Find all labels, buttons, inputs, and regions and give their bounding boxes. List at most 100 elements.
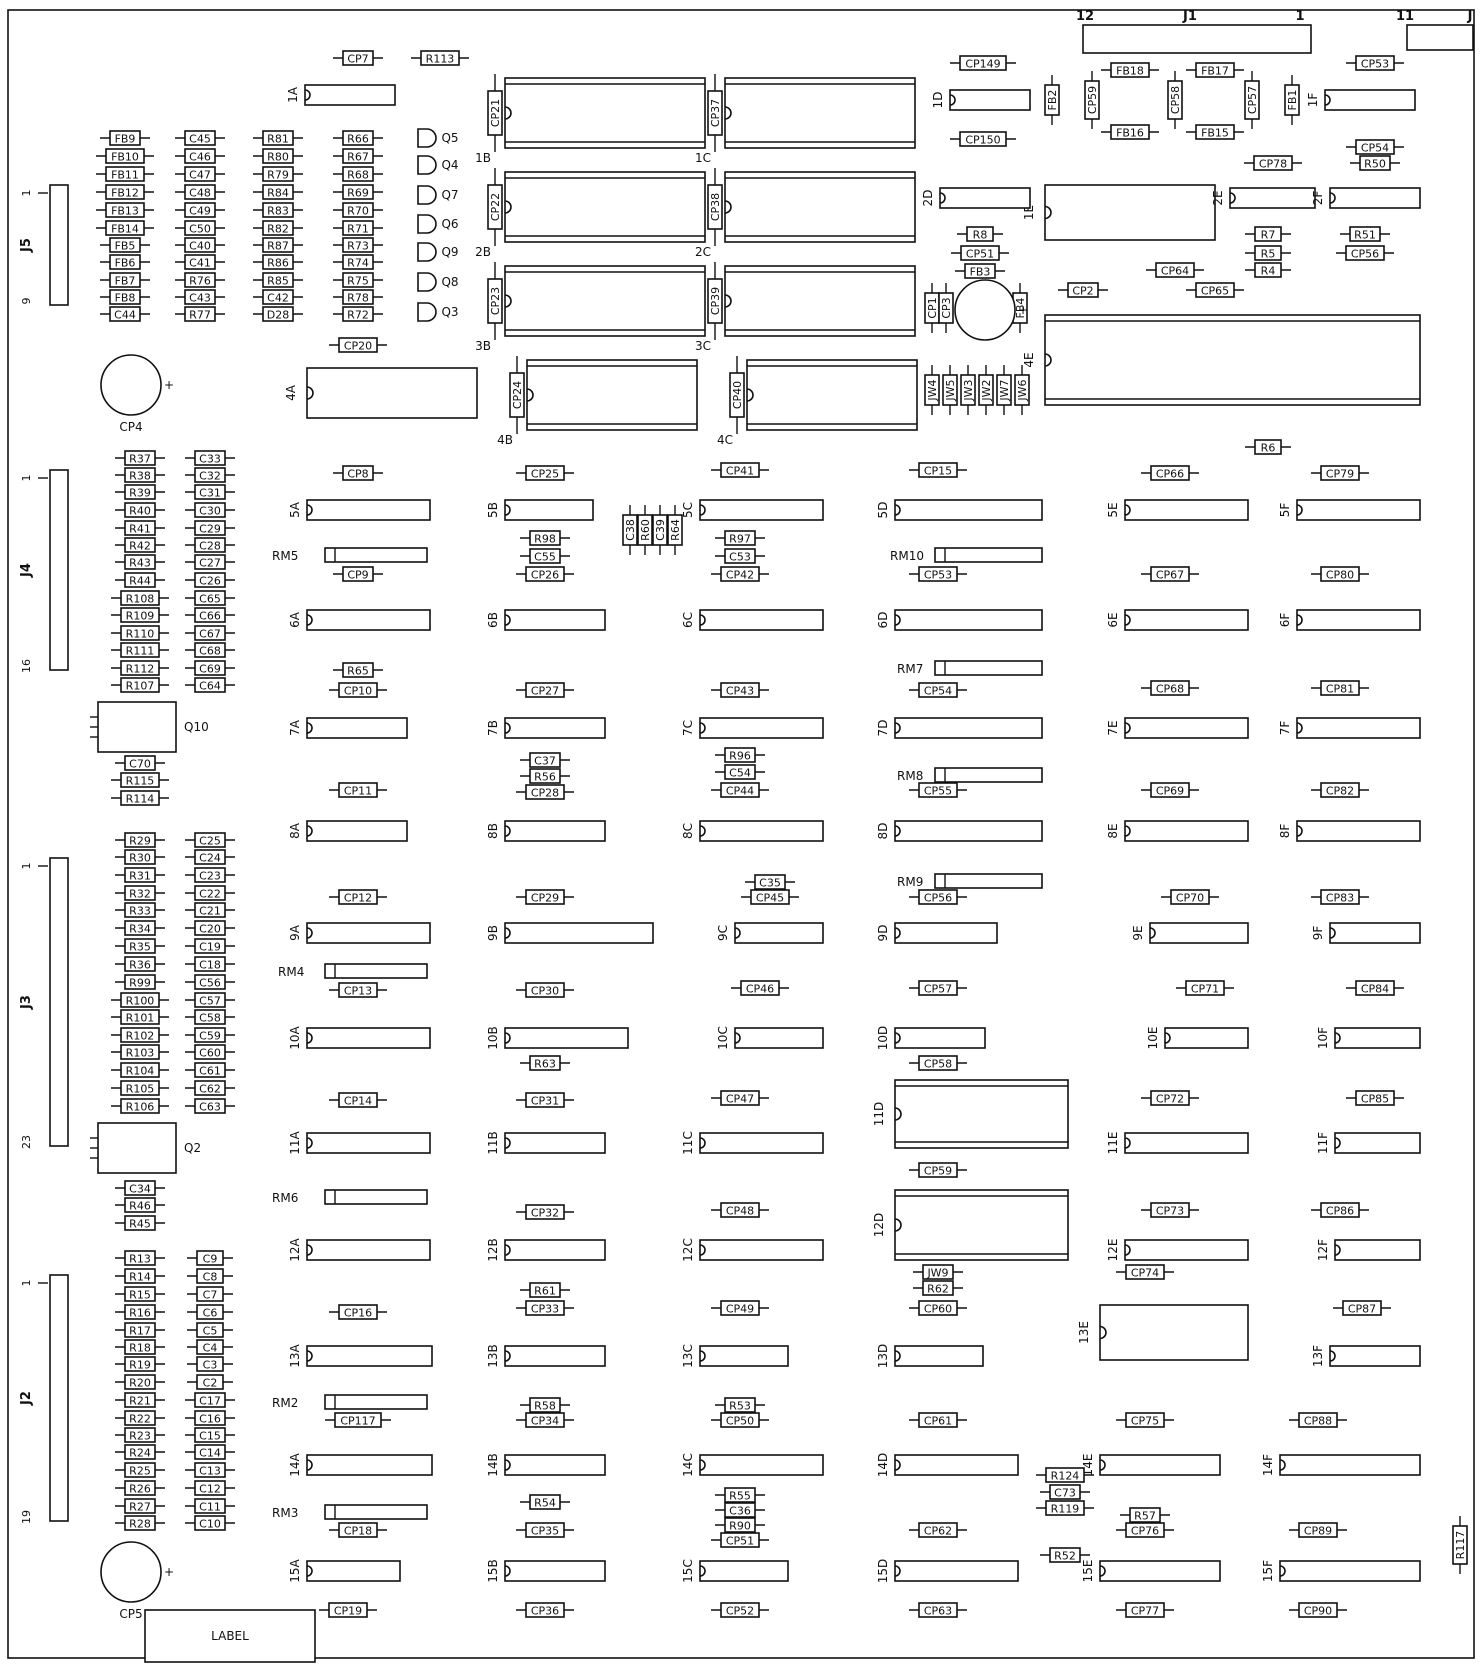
component-fb13: FB13 [96, 202, 154, 218]
component-cp73: CP73 [1141, 1202, 1199, 1218]
ic-7d: 7D [876, 717, 1043, 739]
ic-notch [894, 1107, 902, 1121]
component-label: R77 [189, 309, 211, 322]
component-body [342, 220, 374, 236]
component-label: CP84 [1361, 983, 1389, 996]
component-cp71: CP71 [1176, 980, 1234, 996]
component-body [196, 1286, 224, 1302]
ic-label: 5D [876, 502, 890, 519]
ic-notch [1296, 722, 1303, 734]
decoupling-cap: CP23 [487, 262, 503, 340]
rm-body [934, 660, 1043, 676]
cap-body [707, 278, 723, 324]
component-body [124, 554, 156, 570]
component-label: R106 [126, 1101, 155, 1114]
component-cp85: CP85 [1346, 1090, 1404, 1106]
ic-label: 12F [1316, 1239, 1330, 1261]
component-label: R52 [1054, 1550, 1076, 1563]
component-label: CP67 [1156, 569, 1184, 582]
ic-6e: 6E [1106, 609, 1249, 631]
component-fb7: FB7 [100, 272, 150, 288]
component-r54: R54 [520, 1494, 570, 1510]
component-label: FB7 [115, 275, 136, 288]
component-body [120, 1009, 160, 1025]
component-body [124, 1444, 156, 1460]
component-cp1: CP1 [924, 283, 940, 333]
rm-body [324, 963, 428, 979]
component-c44: C44 [100, 306, 150, 322]
ic-body [306, 609, 431, 631]
ic-notch [304, 89, 311, 101]
component-body [124, 1498, 156, 1514]
component-label: R27 [129, 1501, 151, 1514]
connector-pin-first: 1 [20, 475, 33, 482]
ic-body [894, 1560, 1019, 1582]
component-label: C21 [199, 905, 221, 918]
component-body [342, 184, 374, 200]
component-body [262, 130, 294, 146]
ic-9a: 9A [288, 922, 431, 944]
component-label: R23 [129, 1430, 151, 1443]
component-label: R55 [729, 1490, 751, 1503]
component-body [196, 1268, 224, 1284]
component-label: C44 [114, 309, 136, 322]
ic-4a: 4A [284, 367, 478, 419]
component-body [529, 752, 561, 768]
component-label: R22 [129, 1413, 151, 1426]
component-label: CP47 [726, 1093, 754, 1106]
component-body [740, 980, 780, 996]
connector-j1: J1 12 1 [1076, 9, 1312, 54]
ic-9b: 9B [486, 922, 654, 944]
component-label: C64 [199, 680, 221, 693]
component-fb16: FB16 [1101, 124, 1159, 140]
j1-left-pin: 12 [1076, 9, 1094, 24]
ic-label: 1B [475, 151, 491, 165]
component-label: R78 [347, 292, 369, 305]
component-body [1084, 80, 1100, 120]
ic-notch [894, 1032, 901, 1044]
component-body [1155, 262, 1195, 278]
component-label: CP61 [924, 1415, 952, 1428]
capacitor-body [100, 1541, 162, 1603]
component-fb18: FB18 [1101, 62, 1159, 78]
component-body [1349, 226, 1381, 242]
component-label: C16 [199, 1413, 221, 1426]
ic-body [1334, 1132, 1421, 1154]
ic-body [1099, 1304, 1249, 1361]
component-cp16: CP16 [329, 1304, 387, 1320]
component-label: C29 [199, 523, 221, 536]
component-label: CP87 [1348, 1303, 1376, 1316]
ic-label: 13D [876, 1344, 890, 1369]
component-label: C5 [203, 1325, 218, 1338]
connector-label: J5 [19, 238, 34, 253]
component-label: R114 [126, 793, 155, 806]
component-body [338, 337, 378, 353]
component-r30: R30 [115, 849, 165, 865]
component-body [529, 1055, 561, 1071]
component-body [194, 1062, 226, 1078]
component-r77: R77 [175, 306, 225, 322]
ic-body [306, 717, 408, 739]
component-cp7: CP7 [333, 50, 383, 66]
ic-body [306, 499, 431, 521]
ic-7f: 7F [1278, 717, 1421, 739]
component-body [1195, 282, 1235, 298]
component-body [124, 755, 156, 771]
ic-notch [1334, 1137, 1341, 1149]
ic-7c: 7C [681, 717, 824, 739]
component-c32: C32 [185, 467, 235, 483]
component-r55: R55 [715, 1487, 765, 1503]
ic-body [504, 1239, 606, 1261]
component-body [1125, 1522, 1165, 1538]
transistor-body [417, 242, 437, 262]
component-cp10: CP10 [329, 682, 387, 698]
transistor-q3: Q3 [417, 302, 459, 322]
component-body [1044, 84, 1060, 116]
component-body [1045, 1500, 1085, 1516]
rm-label: RM5 [272, 549, 298, 563]
component-c65: C65 [185, 590, 235, 606]
component-body [124, 867, 156, 883]
ic-2e: 2E [1211, 187, 1316, 209]
component-label: CP56 [1351, 248, 1379, 261]
